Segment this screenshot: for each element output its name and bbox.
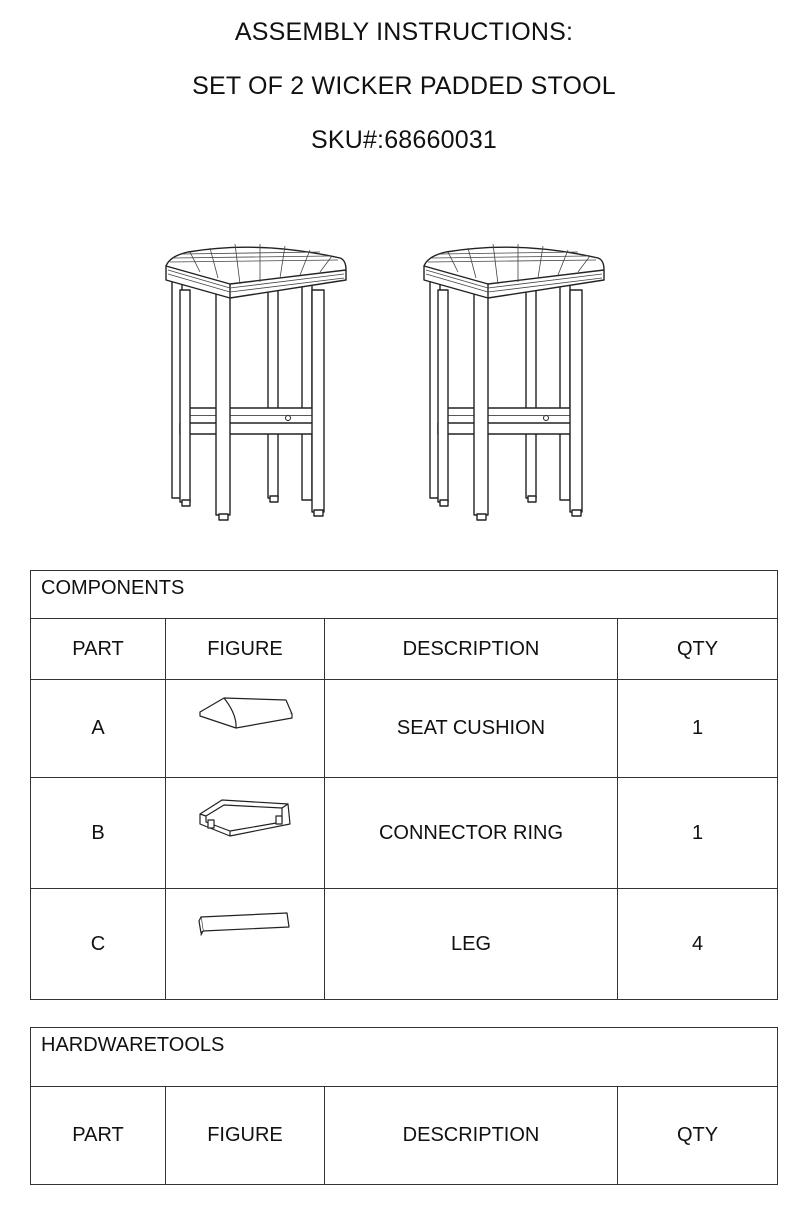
column-header-qty: QTY [616,1086,779,1185]
column-header-description: DESCRIPTION [324,618,618,680]
column-header-qty: QTY [616,618,779,680]
column-header-figure: FIGURE [165,1086,325,1185]
hardware-title: HARDWARETOOLS [29,1027,779,1087]
product-name: SET OF 2 WICKER PADDED STOOL [192,72,616,100]
column-header-part: PART [30,618,166,680]
connector-ring-icon [199,799,291,837]
part-letter: A [30,679,166,778]
leg-icon [198,912,290,936]
figure-cell [165,888,325,1000]
part-qty: 4 [616,888,779,1000]
table-row: C LEG 4 [30,888,779,1000]
part-qty: 1 [616,679,779,778]
table-row: B CONNECTOR RING 1 [30,777,779,889]
seat-cushion-icon [199,697,293,729]
components-title: COMPONENTS [29,570,779,619]
figure-cell [165,679,325,778]
column-header-figure: FIGURE [165,618,325,680]
column-header-part: PART [30,1086,166,1185]
stool-illustration-left [165,243,347,521]
part-letter: C [30,888,166,1000]
hardware-table: HARDWARETOOLS PART FIGURE DESCRIPTION QT… [29,1027,779,1185]
document-title: ASSEMBLY INSTRUCTIONS: [234,18,574,46]
part-description: SEAT CUSHION [324,679,618,778]
components-table: COMPONENTS PART FIGURE DESCRIPTION QTY A… [29,570,779,1000]
sku-number: SKU#:68660031 [310,126,498,154]
table-row: A SEAT CUSHION 1 [30,679,779,778]
part-letter: B [30,777,166,889]
figure-cell [165,777,325,889]
stool-illustration-right [423,243,605,521]
part-description: LEG [324,888,618,1000]
part-qty: 1 [616,777,779,889]
column-header-description: DESCRIPTION [324,1086,618,1185]
part-description: CONNECTOR RING [324,777,618,889]
